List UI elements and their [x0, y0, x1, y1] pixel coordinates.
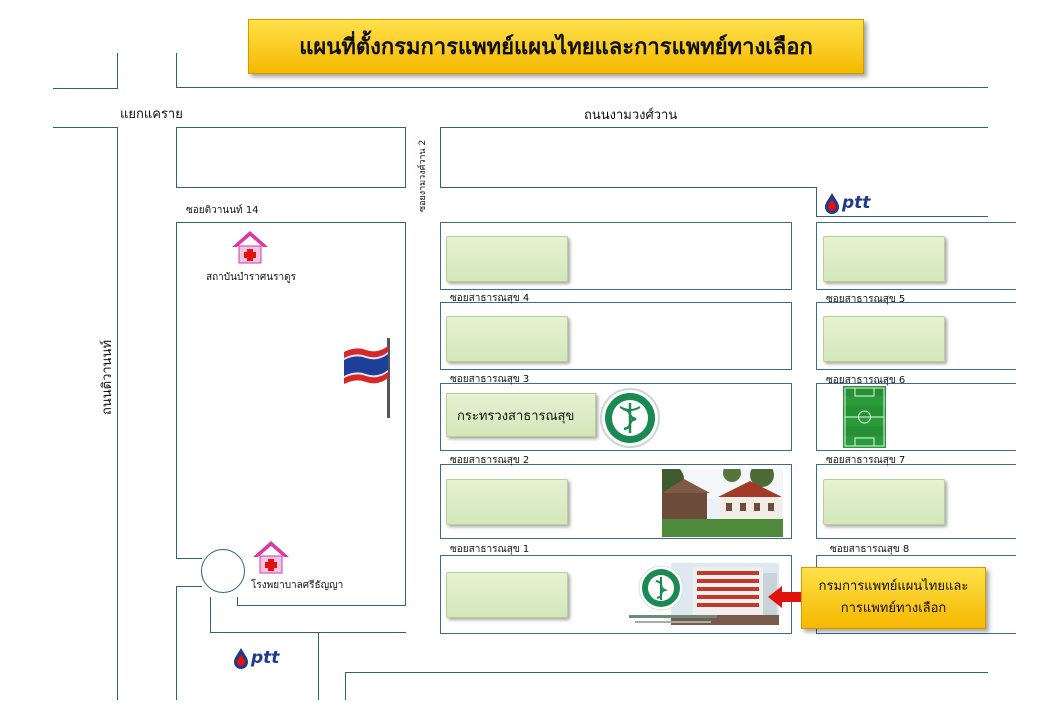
- soi-label-5: ซอยสาธารณสุข 5: [826, 294, 906, 305]
- soi-label-8: ซอยสาธารณสุข 8: [830, 544, 910, 555]
- road-line: [345, 672, 346, 700]
- soi-label-3: ซอยสาธารณสุข 3: [450, 374, 530, 385]
- institute-label: สถาบันบำราศนราดูร: [206, 272, 296, 283]
- department-label-box: กรมการแพทย์แผนไทยและ การแพทย์ทางเลือก: [801, 567, 986, 629]
- map-title: แผนที่ตั้งกรมการแพทย์แผนไทยและการแพทย์ทา…: [248, 19, 864, 74]
- road-line: [816, 216, 988, 217]
- road-line: [176, 127, 406, 128]
- tiwanon-soi14-label: ซอยติวานนท์ 14: [186, 205, 259, 216]
- ptt-drop-icon: [234, 648, 248, 669]
- road-line: [440, 127, 441, 187]
- road-line: [237, 605, 406, 606]
- building: [823, 316, 945, 362]
- ptt-drop-icon: [825, 193, 839, 214]
- road-line: [117, 53, 118, 89]
- thai-flag-icon: [344, 338, 390, 418]
- road-line: [53, 88, 117, 89]
- hospital-label: โรงพยาบาลศรีธัญญา: [251, 580, 344, 591]
- hospital-icon: [253, 541, 289, 574]
- tiwanon-road-label: ถนนติวานนท์: [100, 339, 115, 415]
- soi-label-1: ซอยสาธารณสุข 1: [450, 544, 530, 555]
- road-line: [210, 597, 211, 633]
- road-line: [440, 127, 988, 128]
- road-line: [440, 187, 816, 188]
- road-line: [176, 558, 202, 559]
- junction-label: แยกแคราย: [120, 107, 183, 122]
- road-line: [318, 632, 319, 700]
- ngamwongwan-soi2-label: ซอยงามวงศ์วาน 2: [418, 139, 428, 212]
- road-line: [53, 127, 117, 128]
- road-line: [345, 672, 988, 673]
- hospital-icon: [232, 231, 268, 264]
- road-line: [176, 53, 177, 87]
- ministry-seal-icon: [600, 388, 660, 448]
- road-line: [176, 87, 988, 88]
- road-line: [176, 222, 406, 223]
- road-line: [117, 127, 118, 700]
- soi-label-6: ซอยสาธารณสุข 6: [826, 375, 906, 386]
- road-line: [176, 187, 406, 188]
- ministry-building: กระทรวงสาธารณสุข: [446, 393, 596, 437]
- building: [446, 316, 568, 362]
- football-field-icon: [843, 386, 886, 448]
- soi-label-7: ซอยสาธารณสุข 7: [826, 455, 906, 466]
- ngamwongwan-road-label: ถนนงามวงศ์วาน: [584, 108, 678, 123]
- ptt-logo: ptt: [824, 192, 870, 214]
- building-photo: [662, 469, 783, 537]
- ptt-logo: ptt: [233, 647, 279, 669]
- building: [446, 236, 568, 282]
- road-line: [176, 586, 177, 700]
- road-line: [176, 222, 177, 558]
- road-line: [405, 127, 406, 187]
- road-line: [210, 632, 406, 633]
- soi-label-2: ซอยสาธารณสุข 2: [450, 455, 530, 466]
- building: [823, 479, 945, 525]
- arrow-left-icon: [768, 586, 802, 608]
- department-photo: [627, 557, 781, 631]
- road-line: [237, 597, 238, 606]
- road-line: [405, 222, 406, 606]
- building: [446, 479, 568, 525]
- roundabout: [201, 549, 245, 593]
- road-line: [176, 127, 177, 187]
- building: [446, 572, 568, 618]
- road-line: [176, 586, 202, 587]
- building: [823, 236, 945, 282]
- soi-label-4: ซอยสาธารณสุข 4: [450, 293, 530, 304]
- road-line: [816, 187, 817, 217]
